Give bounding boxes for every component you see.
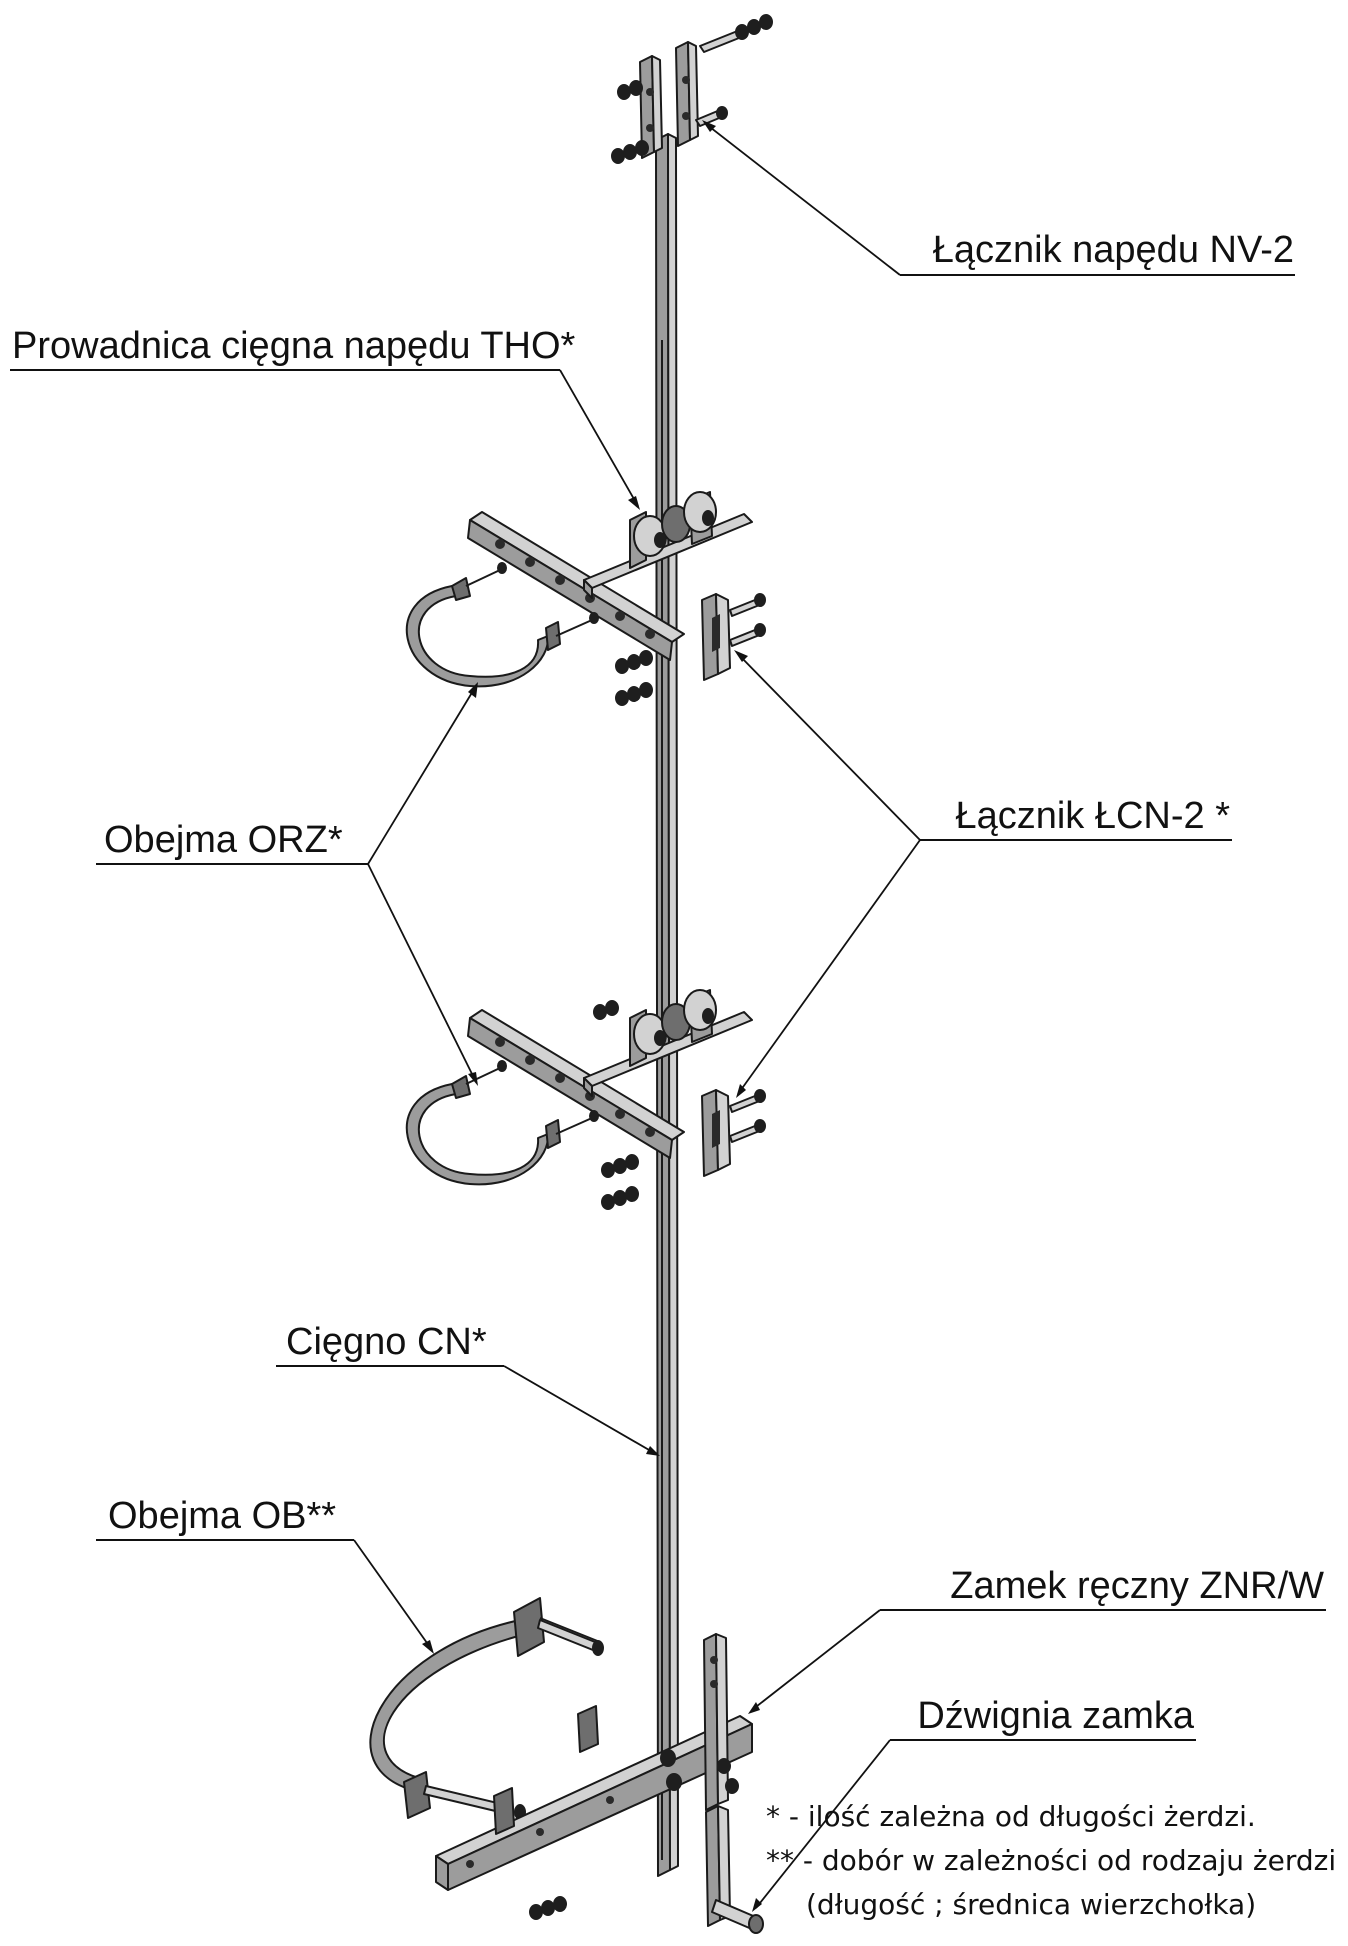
vertical-rod bbox=[655, 133, 679, 1877]
label-cieglo-cn: Cięgno CN* bbox=[286, 1321, 487, 1363]
label-zamek-znr: Zamek ręczny ZNR/W bbox=[950, 1565, 1324, 1607]
top-nut-set bbox=[611, 80, 649, 164]
label-obejma-orz: Obejma ORZ* bbox=[104, 819, 343, 861]
lower-bracket-assembly bbox=[467, 989, 753, 1159]
leader-lines bbox=[10, 120, 1326, 1912]
label-lacznik-lcn2: Łącznik ŁCN-2 * bbox=[955, 795, 1230, 837]
upper-nut-set bbox=[615, 650, 653, 706]
label-prowadnica-tho: Prowadnica cięgna napędu THO* bbox=[12, 325, 576, 367]
lower-nut-set-top bbox=[593, 1000, 619, 1020]
footnote-3: (długość ; średnica wierzchołka) bbox=[806, 1888, 1256, 1921]
label-obejma-ob: Obejma OB** bbox=[108, 1495, 336, 1537]
upper-clamp-orz bbox=[405, 562, 599, 688]
lower-clamp-orz bbox=[405, 1060, 599, 1186]
lower-guide-tho bbox=[583, 989, 753, 1097]
upper-coupler-lcn2 bbox=[701, 593, 766, 681]
base-nut-set bbox=[529, 1896, 567, 1920]
label-dzwignia: Dźwignia zamka bbox=[917, 1695, 1195, 1737]
top-coupler-nv2 bbox=[611, 14, 773, 164]
footnote-1: * - ilość zależna od długości żerdzi. bbox=[766, 1800, 1256, 1833]
upper-guide-tho bbox=[583, 491, 753, 599]
label-lacznik-nv2: Łącznik napędu NV-2 bbox=[933, 229, 1294, 271]
base-clamp-ob bbox=[369, 1597, 604, 1820]
labels: Łącznik napędu NV-2 Prowadnica cięgna na… bbox=[12, 229, 1324, 1737]
lower-coupler-lcn2 bbox=[701, 1089, 766, 1177]
lower-nut-set bbox=[601, 1154, 639, 1210]
upper-bracket-assembly bbox=[467, 491, 753, 661]
lever-dzwignia bbox=[705, 1805, 764, 1934]
footnotes: * - ilość zależna od długości żerdzi. **… bbox=[766, 1800, 1336, 1921]
lock-znr-w bbox=[435, 1633, 753, 1891]
top-bolt-set bbox=[695, 14, 773, 127]
footnote-2: ** - dobór w zależności od rodzaju żerdz… bbox=[766, 1844, 1336, 1877]
